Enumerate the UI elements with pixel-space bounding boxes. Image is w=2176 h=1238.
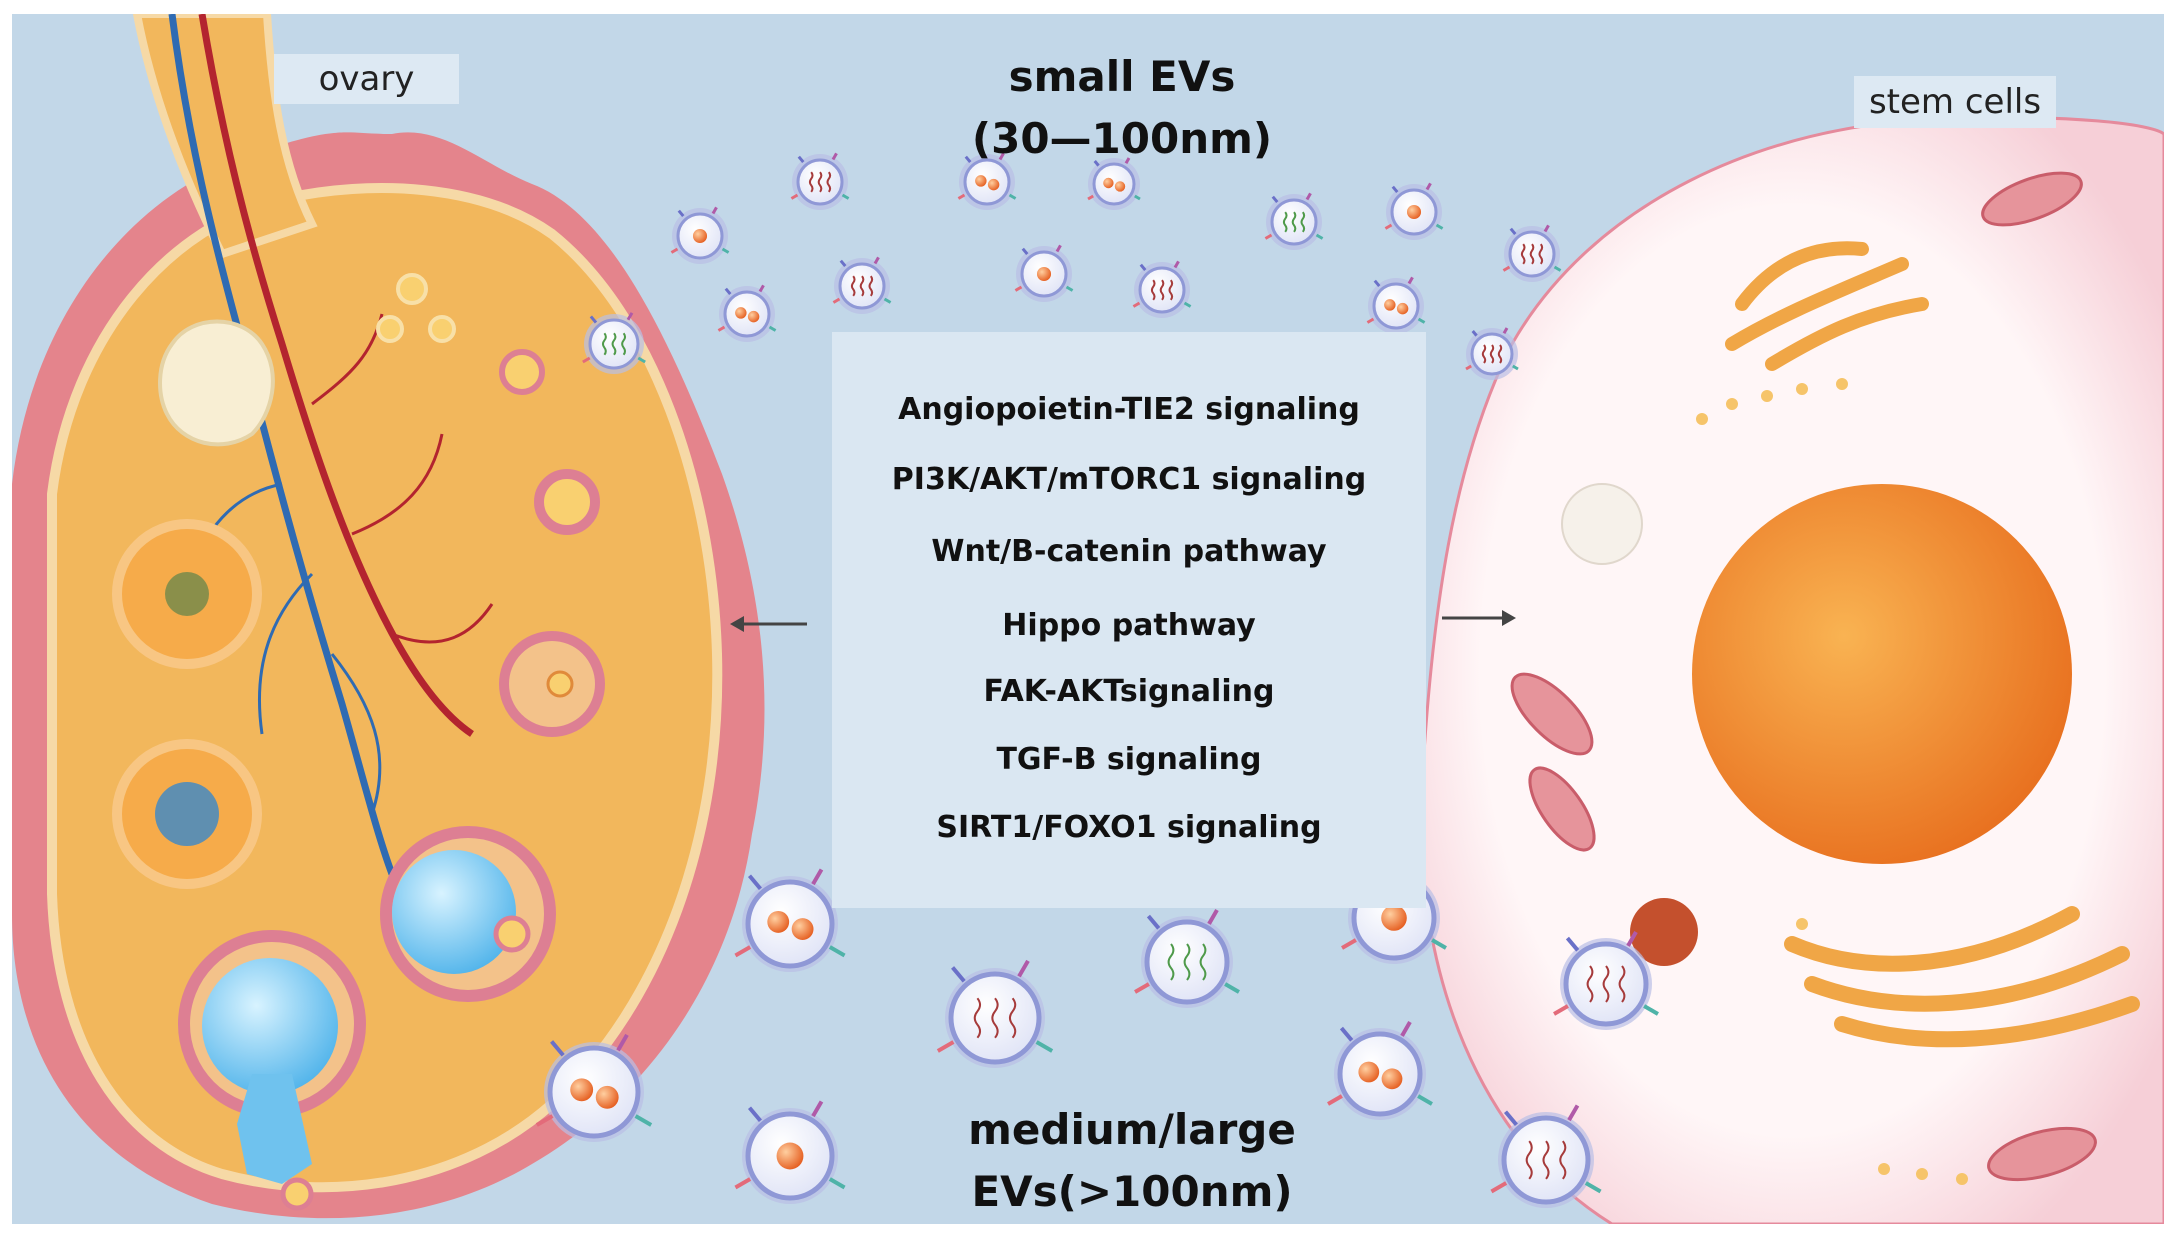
extracellular-vesicle [734,868,846,972]
graafian-follicle [380,826,556,1002]
stem-cells-label: stem cells [1854,76,2056,128]
ovary-illustration [12,14,765,1219]
pathway-label: TGF-B signaling [996,742,1262,777]
vein-branch [330,653,382,815]
extracellular-vesicle [582,312,646,374]
arrow-left-icon [730,616,807,632]
extracellular-vesicle [957,152,1017,210]
primordial-follicle [376,315,404,343]
extracellular-vesicle [1132,260,1192,318]
small-evs-line2: (30—100nm) [971,114,1273,163]
large-evs-title: medium/large EVs(>100nm) [892,1099,1372,1223]
mitochondrion [1510,672,1594,756]
extracellular-vesicles [535,152,1659,1208]
extracellular-vesicle [936,959,1054,1068]
artery-branch [391,603,494,644]
primary-follicle [499,349,545,395]
mitochondrion [1981,171,2083,227]
extracellular-vesicle [734,1100,846,1204]
artery-branch [351,433,444,536]
ovulating-follicle [178,930,366,1211]
pathway-label: FAK-AKTsignaling [983,674,1275,709]
extracellular-vesicle [1553,931,1659,1030]
arrow-right-icon [1442,610,1516,626]
nucleus [1692,484,2072,864]
vein-branch [258,572,314,735]
antral-follicle [499,631,605,737]
extracellular-vesicle [1014,244,1074,302]
extracellular-vesicle [1384,182,1444,240]
pathway-label: PI3K/AKT/mTORC1 signaling [891,462,1367,497]
extracellular-vesicle [1366,276,1426,334]
stem-cell-illustration [1419,116,2164,1224]
extracellular-vesicle [790,152,850,210]
extracellular-vesicle [832,256,892,314]
primordial-follicle [428,315,456,343]
pathway-label: SIRT1/FOXO1 signaling [936,810,1322,845]
extracellular-vesicle [1087,157,1141,210]
artery [198,14,474,737]
mitochondrion [1987,1126,2097,1182]
extracellular-vesicle [535,1033,653,1142]
lysosome [1630,898,1698,966]
extracellular-vesicle [1502,224,1562,282]
ovary-label: ovary [274,54,459,104]
extracellular-vesicle [670,206,730,264]
vesicle [1561,483,1643,565]
primordial-follicle [396,273,428,305]
corpus-albicans [158,319,275,447]
golgi-apparatus [1784,906,2140,1048]
pathway-label: Hippo pathway [1002,608,1256,643]
vein [168,14,396,876]
diagram-canvas: ovary stem cells small EVs (30—100nm) me… [12,14,2164,1224]
large-evs-line2: EVs(>100nm) [971,1167,1293,1216]
small-evs-title: small EVs (30—100nm) [902,46,1342,170]
small-evs-line1: small EVs [1008,52,1236,101]
illustration [12,14,2164,1224]
extracellular-vesicle [1490,1104,1602,1208]
corpus-luteum [112,519,262,669]
signaling-pathways-panel: Angiopoietin-TIE2 signaling PI3K/AKT/mTO… [832,332,1426,908]
extracellular-vesicle [1465,327,1519,380]
corpus-luteum [112,739,262,889]
mitochondrion [1528,766,1596,852]
secondary-follicle [534,469,600,535]
extracellular-vesicle [1327,1021,1433,1120]
golgi-apparatus [1725,241,1929,371]
ribosomes [1696,378,1968,1185]
large-evs-line1: medium/large [968,1105,1296,1154]
extracellular-vesicle [717,284,777,342]
extracellular-vesicle [1264,192,1324,250]
extracellular-vesicle [1134,909,1240,1008]
pathway-label: Angiopoietin-TIE2 signaling [898,392,1360,427]
pathway-label: Wnt/B-catenin pathway [931,534,1327,569]
